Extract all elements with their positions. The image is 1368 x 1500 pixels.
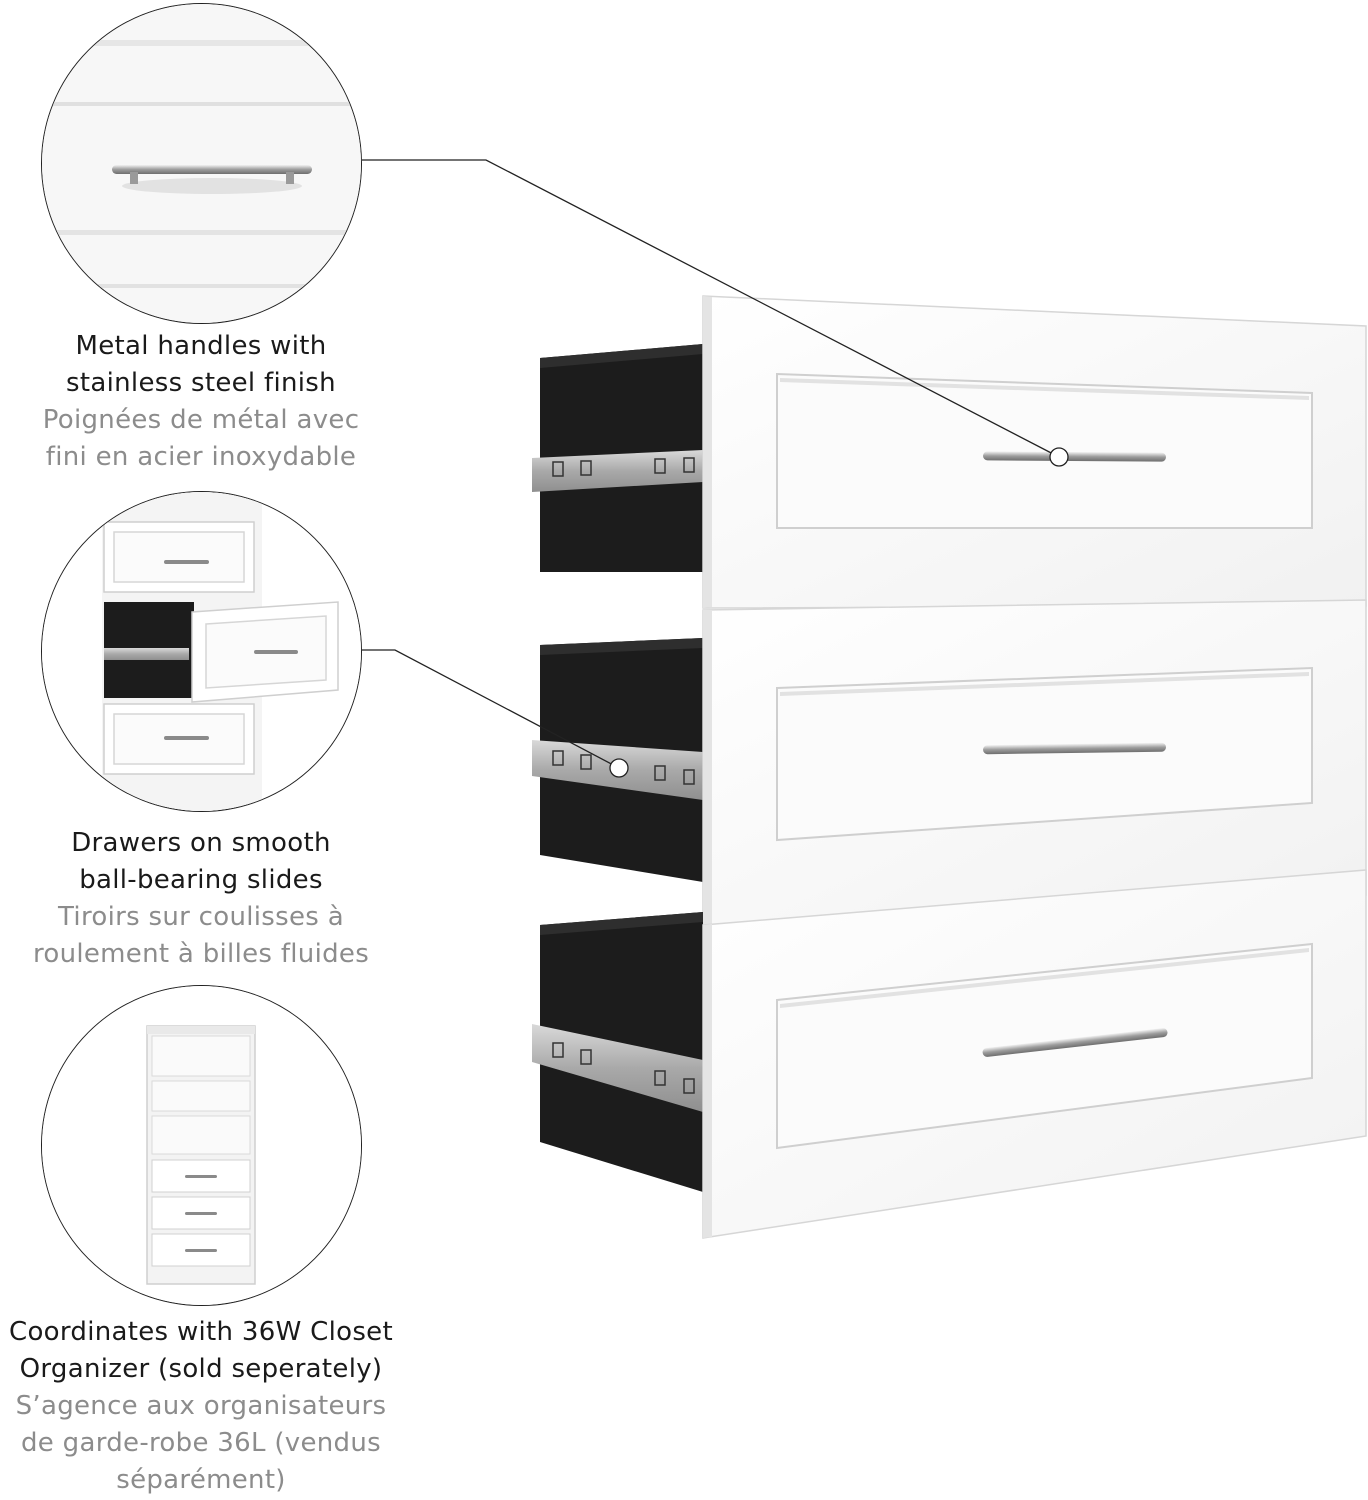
handle-middle	[983, 742, 1166, 755]
caption-slides-en-2: ball-bearing slides	[79, 865, 323, 895]
open-drawer-closeup-icon	[42, 492, 361, 811]
caption-coordinates-fr-1: S’agence aux organisateurs	[15, 1391, 387, 1421]
closet-organizer-thumbnail-icon	[42, 986, 361, 1305]
caption-coordinates-en-1: Coordinates with 36W Closet	[9, 1317, 393, 1347]
callout-dot-handle	[1049, 447, 1069, 467]
closet-organizer-circle	[41, 985, 362, 1306]
callout-line-slides	[362, 649, 629, 778]
caption-slides-fr-1: Tiroirs sur coulisses à	[58, 902, 344, 932]
handle-top	[982, 451, 1166, 462]
slide-rail-bottom	[532, 1024, 703, 1112]
handle-closeup-circle	[41, 3, 362, 324]
caption-coordinates-en-2: Organizer (sold seperately)	[19, 1354, 383, 1384]
caption-handles-en-2: stainless steel finish	[66, 368, 336, 398]
caption-slides: Drawers on smooth ball-bearing slides Ti…	[0, 825, 402, 973]
caption-coordinates-fr-2: de garde-robe 36L (vendus	[21, 1428, 381, 1458]
caption-slides-en-1: Drawers on smooth	[71, 828, 331, 858]
handle-bottom	[982, 1028, 1168, 1057]
drawer-top	[532, 295, 1367, 609]
caption-coordinates: Coordinates with 36W Closet Organizer (s…	[0, 1314, 402, 1499]
caption-handles-fr-1: Poignées de métal avec	[42, 405, 360, 435]
slide-rail-top	[532, 450, 703, 492]
slides-closeup-circle	[41, 491, 362, 812]
drawer-bottom	[532, 869, 1367, 1239]
caption-handles-en-1: Metal handles with	[75, 331, 327, 361]
handle-closeup-icon	[42, 4, 361, 323]
caption-slides-fr-2: roulement à billes fluides	[32, 939, 370, 969]
callout-line-handles	[362, 159, 1069, 467]
caption-handles-fr-2: fini en acier inoxydable	[45, 442, 357, 472]
callout-dot-slide	[609, 758, 629, 778]
caption-handles: Metal handles with stainless steel finis…	[0, 328, 402, 476]
drawer-middle	[532, 599, 1367, 926]
caption-coordinates-fr-3: séparément)	[116, 1465, 286, 1495]
